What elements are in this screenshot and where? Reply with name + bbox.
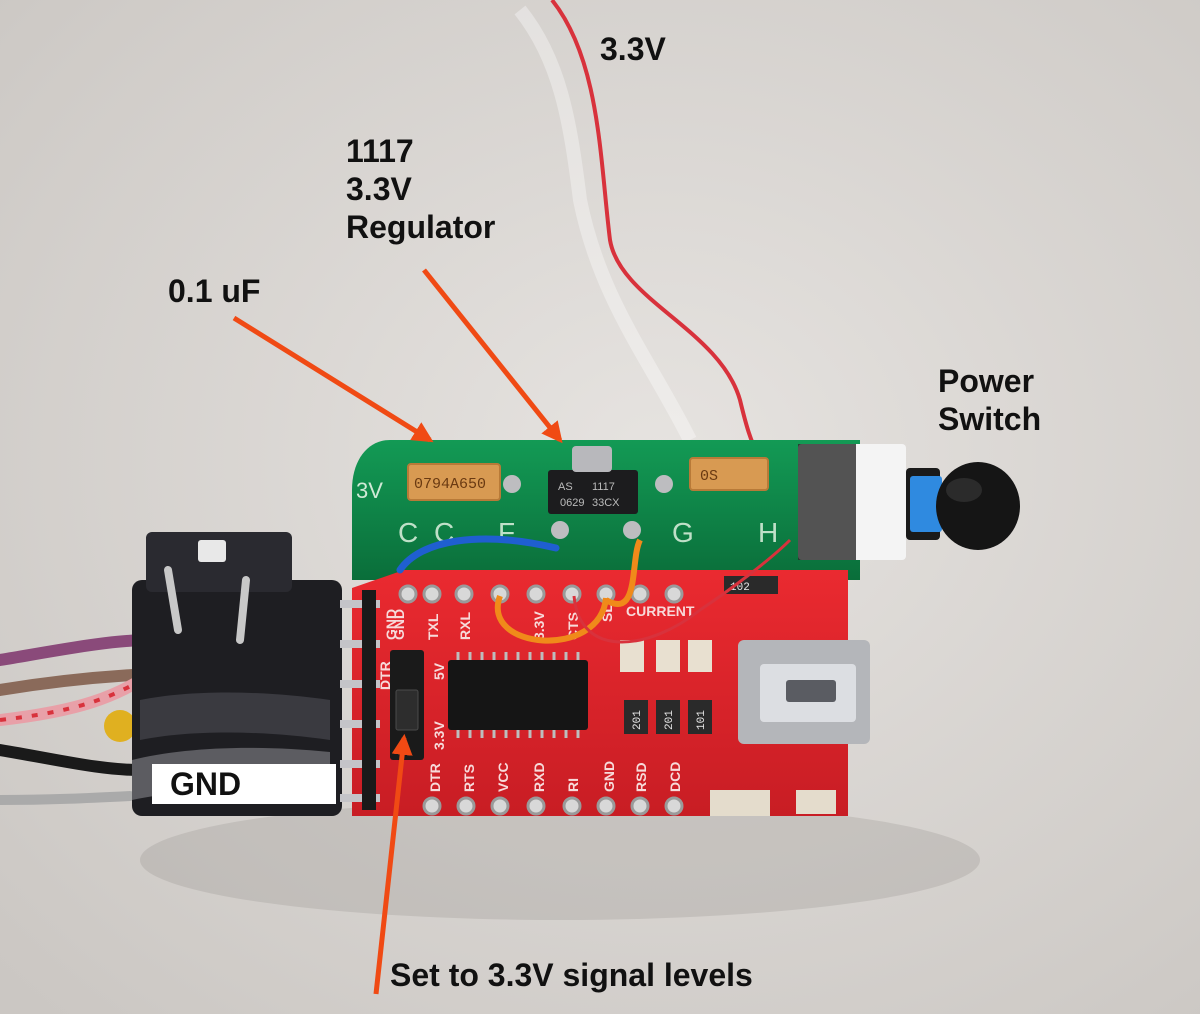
pin-label: RXL xyxy=(457,612,473,640)
annotation-regulator: 1117 3.3V Regulator xyxy=(346,132,495,246)
pin-label: RSD xyxy=(633,762,649,792)
pin-label: RI xyxy=(565,778,581,792)
resistor-marking: 101 xyxy=(696,710,708,730)
annotation-regulator-line: Regulator xyxy=(346,209,496,245)
pin-label: RTS xyxy=(461,764,477,792)
annotation-capacitor: 0.1 uF xyxy=(168,273,261,309)
green-board-letter: C xyxy=(398,517,418,548)
regulator-marking: AS xyxy=(558,481,573,493)
wire-orange xyxy=(494,594,609,644)
arrow-jumper xyxy=(373,733,413,995)
pin-label: CURRENT xyxy=(626,603,695,619)
pin-label: VCC xyxy=(495,762,511,792)
capacitor-right xyxy=(689,457,769,491)
bottom-pin-row xyxy=(422,796,684,816)
annotation-ground: GND xyxy=(152,764,336,804)
wire-red-local xyxy=(572,538,792,644)
capacitor-marking: 0794A650 xyxy=(414,476,486,493)
annotation-3v3-wire: 3.3V xyxy=(600,31,666,67)
pin-label: RXD xyxy=(531,762,547,792)
annotation-arrows xyxy=(232,268,563,995)
green-board-letter: G xyxy=(672,517,694,548)
green-board-letter: 3V xyxy=(356,478,383,503)
arrow-capacitor xyxy=(232,315,434,443)
jumper-mark: 5V xyxy=(431,662,447,680)
regulator-marking: 33CX xyxy=(592,497,620,509)
wire-3v3-shadow xyxy=(514,5,697,444)
wire-blue xyxy=(396,535,560,574)
resistor-marking: 201 xyxy=(632,710,644,730)
pin-label: DTR xyxy=(427,763,443,792)
arrow-regulator xyxy=(422,268,563,444)
regulator-marking: 0629 xyxy=(560,497,584,509)
pin-label: GND xyxy=(383,609,399,640)
annotation-switch-line: Switch xyxy=(938,401,1042,437)
red-usb-serial-board: GND TXL RXL 3.3V CTS SL CURRENT GND DTR … xyxy=(352,570,870,816)
regulator-1117 xyxy=(548,470,638,514)
regulator-marking: 1117 xyxy=(592,481,615,493)
pin-label: 3.3V xyxy=(531,611,547,640)
ftdi-chip xyxy=(448,660,588,730)
power-switch xyxy=(798,444,1020,560)
annotation-jumper: Set to 3.3V signal levels xyxy=(390,957,753,993)
smd-resistors xyxy=(620,576,778,734)
annotation-regulator-line: 1117 xyxy=(346,133,414,169)
jumper-mark: 3.3V xyxy=(431,721,447,750)
green-board-letter: H xyxy=(758,517,778,548)
pin-label: GND xyxy=(601,761,617,792)
wire-orange-2 xyxy=(604,538,643,607)
green-regulator-board: 3V C C F G H 0794A650 0S AS 1117 0629 33… xyxy=(352,440,860,580)
capacitor-marking: 0S xyxy=(700,468,718,485)
annotation-switch-line: Power xyxy=(938,363,1035,399)
top-pin-row xyxy=(398,584,684,604)
header-pins xyxy=(340,590,380,810)
board-shadow xyxy=(140,800,980,920)
annotation-power-switch: Power Switch xyxy=(938,362,1041,438)
pin-label: GND xyxy=(391,609,407,640)
annotation-regulator-line: 3.3V xyxy=(346,171,412,207)
capacitor-0-1uf xyxy=(407,463,501,501)
resistor-marking: 201 xyxy=(664,710,676,730)
pin-label: DCD xyxy=(667,762,683,792)
pin-label: DTR xyxy=(377,661,393,690)
pin-label: TXL xyxy=(425,613,441,640)
